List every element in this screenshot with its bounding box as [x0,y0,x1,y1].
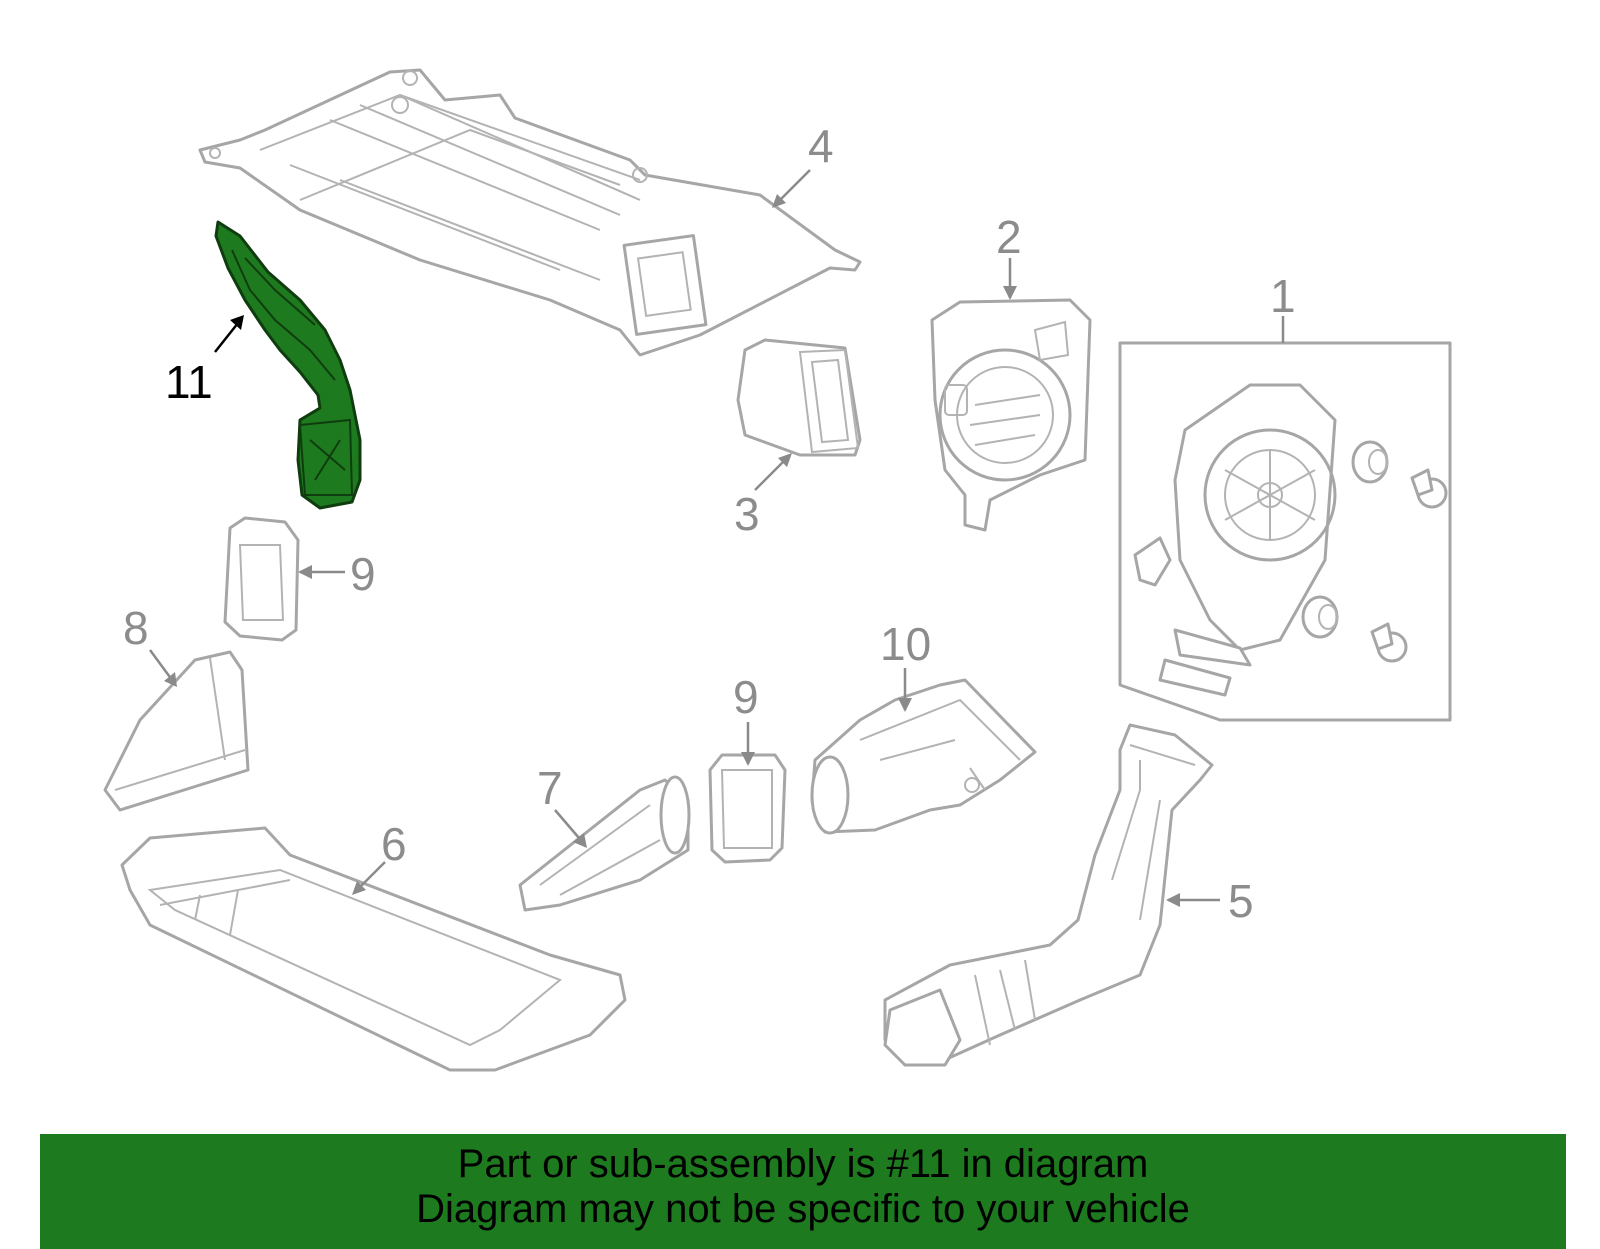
leader-10-arrowhead [898,698,912,712]
info-banner: Part or sub-assembly is #11 in diagram D… [40,1134,1566,1249]
callout-2: 2 [996,211,1022,263]
banner-line-2: Diagram may not be specific to your vehi… [416,1187,1190,1231]
part-11-highlighted-duct [214,220,362,510]
part-8-outlet [103,650,250,812]
part-7-connector [518,775,691,912]
leader-3-arrowhead [778,453,792,467]
callout-8: 8 [123,602,149,654]
part-2-blower-housing [930,298,1092,532]
callout-5: 5 [1228,875,1254,927]
callout-3: 3 [734,488,760,540]
callout-labels: 1 2 3 4 5 6 7 8 9 9 10 11 [123,120,1296,927]
part-10-elbow [810,678,1037,835]
leader-5-arrowhead [1166,893,1180,907]
part-6-lower-duct [120,826,627,1072]
leader-7-arrowhead [573,833,587,848]
callout-9-center: 9 [733,671,759,723]
callout-7: 7 [537,762,563,814]
part-9-gasket-center [708,753,787,864]
part-5-long-duct [883,723,1214,1067]
callout-11: 11 [165,356,213,408]
callout-9-left: 9 [350,548,376,600]
callout-6: 6 [381,818,407,870]
leader-lines [148,169,1285,907]
leader-8-arrowhead [164,672,177,687]
callout-10: 10 [880,618,931,670]
leader-9a-arrowhead [298,565,312,579]
banner-line-1: Part or sub-assembly is #11 in diagram [457,1142,1149,1186]
leader-6-arrowhead [352,881,366,895]
part-9-gasket-left [223,516,300,642]
part-1-blower-assembly [1118,341,1452,722]
leader-11-arrowhead [230,315,244,330]
part-4-upper-duct [198,68,862,357]
leader-2-arrowhead [1003,286,1017,300]
callout-1: 1 [1270,270,1296,322]
callout-4: 4 [808,120,834,172]
part-3-adapter [736,338,862,457]
leader-9b-arrowhead [741,752,755,766]
leader-4-arrowhead [772,194,786,208]
